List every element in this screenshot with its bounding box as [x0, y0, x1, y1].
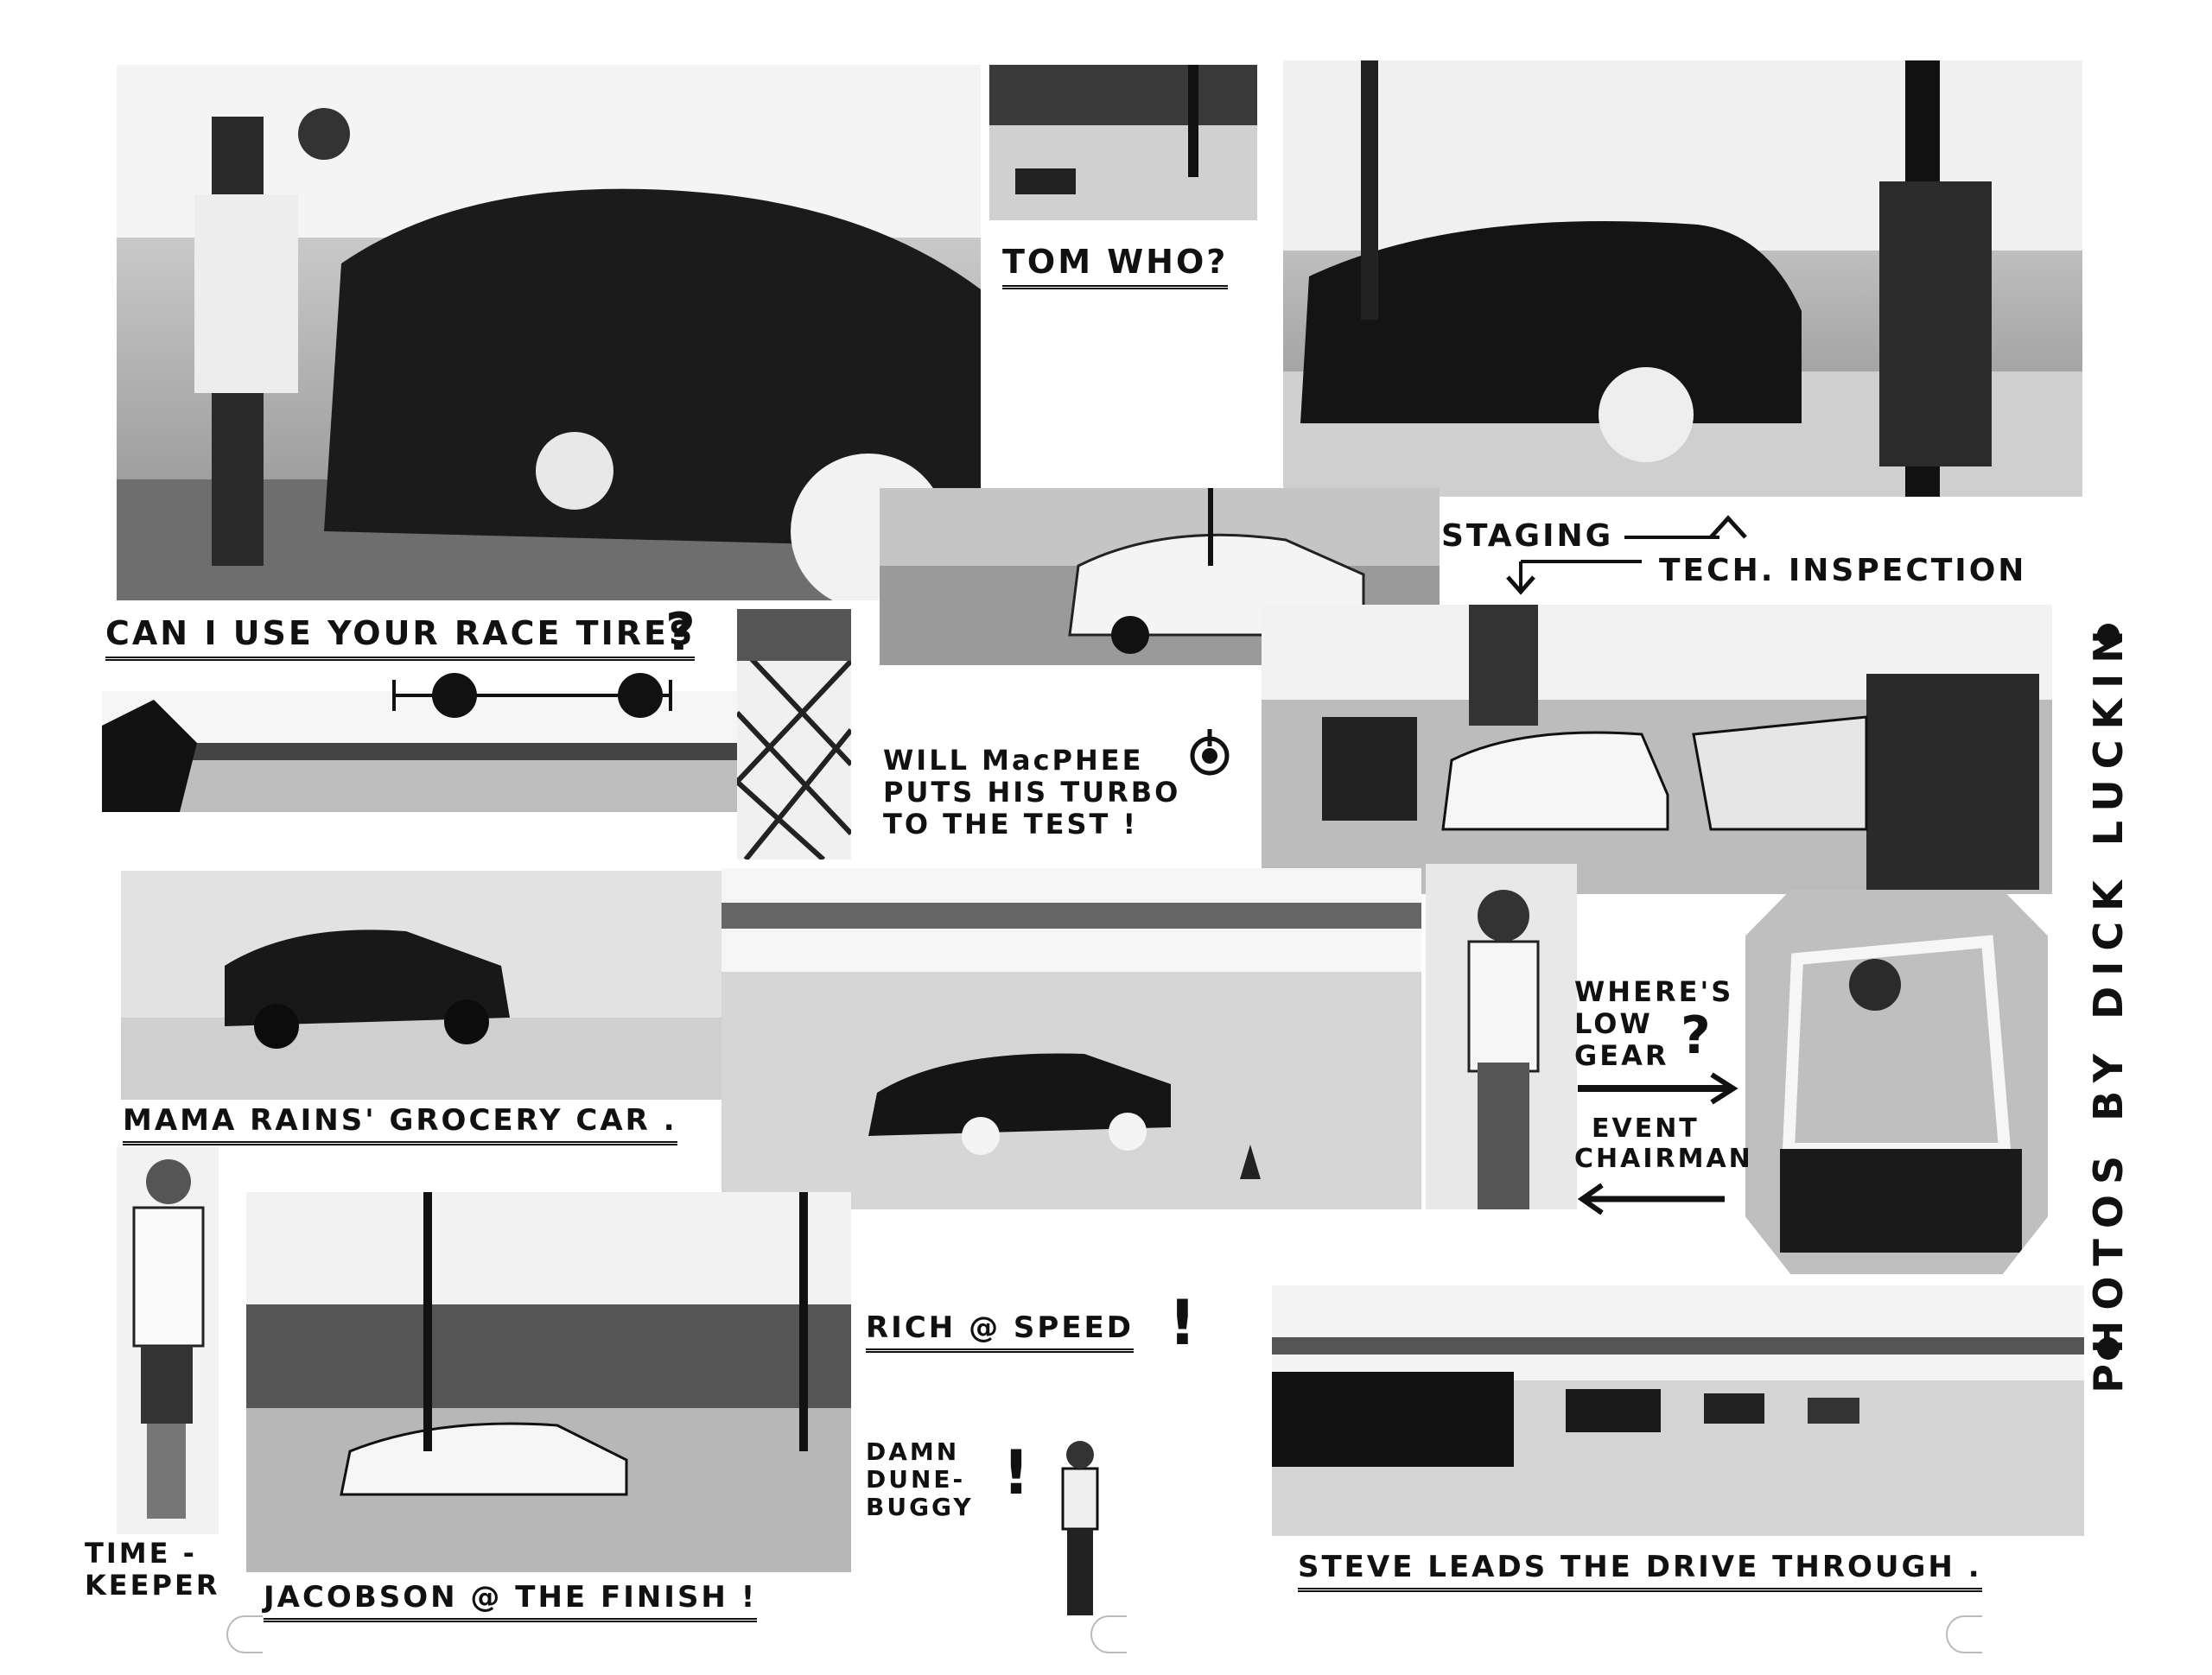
- photo-staging-lineup: [1283, 60, 2082, 497]
- photo-track-car: [721, 868, 1421, 1209]
- caption-event-chairman-line2: CHAIRMAN: [1574, 1143, 1753, 1174]
- caption-tech-inspection: TECH. INSPECTION: [1659, 553, 2027, 588]
- arrow-left-icon: [1577, 1182, 1725, 1216]
- caption-low-gear-line3: GEAR: [1574, 1038, 1669, 1072]
- binder-hole-left: [226, 1615, 263, 1653]
- timekeeper-caption-block: TIME - KEEPER: [85, 1538, 219, 1602]
- photo-tech-inspection: [1262, 605, 2052, 894]
- caption-staging: STAGING: [1441, 518, 1614, 554]
- caption-steve: STEVE LEADS THE DRIVE THROUGH .: [1298, 1550, 1982, 1593]
- dune-buggy-caption-block: DAMN DUNE- BUGGY: [866, 1437, 974, 1522]
- event-chairman-caption-block: EVENT CHAIRMAN: [1574, 1113, 1753, 1174]
- binder-hole-right: [1946, 1615, 1982, 1653]
- photo-tom-who: [989, 65, 1257, 220]
- will-macphee-caption-block: WILL MacPHEE PUTS HIS TURBO TO THE TEST …: [883, 745, 1180, 840]
- photo-grocery-car: [121, 871, 743, 1100]
- caption-tom-who: TOM WHO?: [1002, 243, 1229, 289]
- bullet-dot-bottom: [2097, 1337, 2120, 1360]
- photo-credit: PHOTOS BY DICK LUCKIN: [2074, 619, 2143, 1393]
- caption-dune-buggy-line3: BUGGY: [866, 1493, 974, 1522]
- caption-will-macphee-line1: WILL MacPHEE: [883, 744, 1144, 777]
- arrow-right-icon: [1578, 1071, 1742, 1106]
- power-icon: [1188, 726, 1231, 777]
- arrow-down-icon: [1503, 553, 1642, 596]
- photo-race-car-pit: [117, 65, 981, 600]
- caption-rich-speed: RICH @ SPEED: [866, 1310, 1134, 1354]
- bullet-dot-top: [2097, 624, 2120, 646]
- caption-race-tires: CAN I USE YOUR RACE TIRES: [105, 614, 696, 661]
- photo-chain-fence: [737, 609, 851, 860]
- caption-dune-buggy-line1: DAMN: [866, 1437, 960, 1466]
- caption-timekeeper-line1: TIME -: [85, 1537, 197, 1570]
- photo-credit-text: PHOTOS BY DICK LUCKIN: [2085, 619, 2132, 1393]
- low-gear-caption-block: WHERE'S LOW GEAR: [1574, 976, 1733, 1071]
- photo-dune-buggy-man: [1046, 1434, 1115, 1624]
- photo-event-chairman: [1426, 864, 1577, 1209]
- caption-will-macphee-line2: PUTS HIS TURBO: [883, 775, 1181, 809]
- caption-timekeeper-line2: KEEPER: [85, 1568, 220, 1602]
- caption-event-chairman-line1: EVENT: [1592, 1113, 1700, 1144]
- tire-axle-graphic: [385, 669, 679, 721]
- photo-white-car: [880, 488, 1440, 665]
- caption-grocery-car: MAMA RAINS' GROCERY CAR .: [123, 1103, 677, 1146]
- question-mark-icon-2: ?: [1681, 1006, 1713, 1066]
- caption-will-macphee-line3: TO THE TEST !: [883, 807, 1139, 841]
- photo-dune-buggy: [1745, 890, 2048, 1274]
- caption-low-gear-line2: LOW: [1574, 1006, 1653, 1040]
- arrow-right-up-icon: [1624, 511, 1754, 546]
- caption-jacobson: JACOBSON @ THE FINISH !: [264, 1580, 758, 1623]
- exclamation-icon-2: !: [1002, 1437, 1033, 1508]
- exclamation-icon: !: [1168, 1286, 1199, 1359]
- question-mark-icon: ?: [665, 602, 698, 663]
- photo-finish-line: [246, 1192, 851, 1572]
- photo-drive-through: [1272, 1285, 2084, 1536]
- caption-dune-buggy-line2: DUNE-: [866, 1465, 966, 1494]
- binder-hole-middle: [1090, 1615, 1127, 1653]
- caption-low-gear-line1: WHERE'S: [1574, 975, 1734, 1008]
- photo-timekeeper: [117, 1147, 219, 1534]
